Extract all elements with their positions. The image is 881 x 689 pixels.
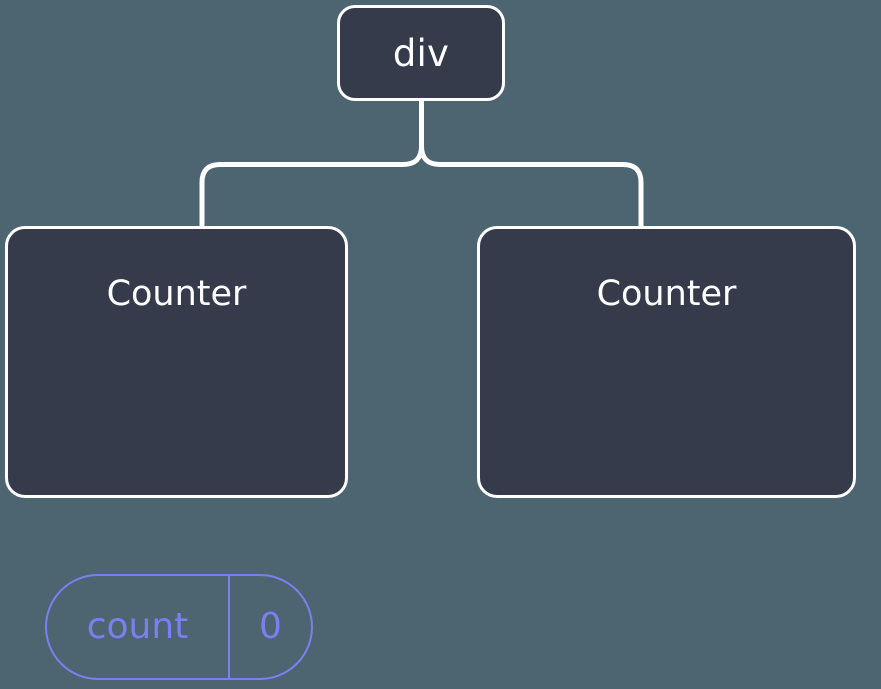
node-div[interactable]: div [337, 5, 505, 101]
state-value-label: 0 [259, 606, 282, 647]
state-pill-count-left[interactable]: count 0 [45, 574, 313, 680]
node-counter-right[interactable]: Counter count 1 [477, 226, 856, 498]
connector-to-right-child [419, 143, 644, 229]
connector-to-left-child [199, 143, 424, 229]
node-div-label: div [392, 31, 450, 75]
diagram-canvas: div Counter count 0 Counter count 1 [5, 5, 856, 680]
node-counter-left[interactable]: Counter count 0 [5, 226, 348, 680]
state-key-label: count [47, 576, 230, 678]
node-counter-right-label: Counter [596, 274, 737, 314]
node-counter-left-label: Counter [106, 274, 247, 314]
